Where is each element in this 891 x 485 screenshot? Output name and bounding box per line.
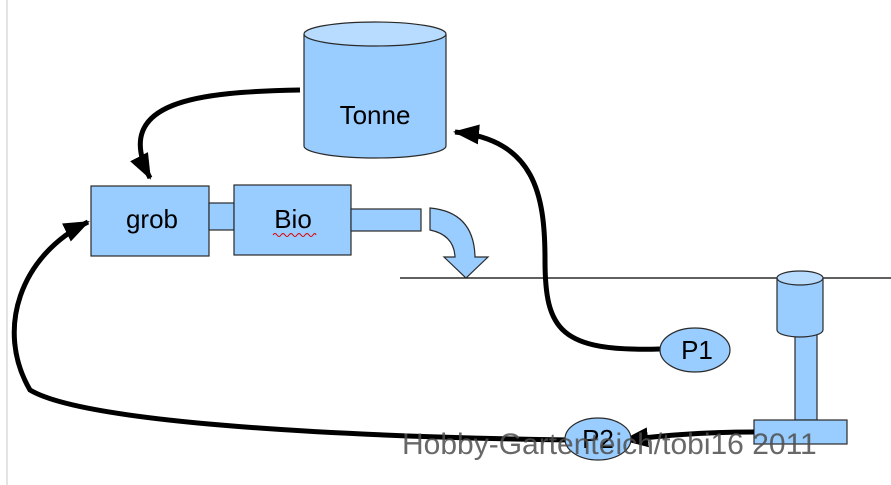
tonne-label: Tonne	[340, 100, 411, 130]
return-arrow-tonne-to-grob	[130, 87, 301, 180]
p2-label: P2	[582, 424, 614, 454]
bio-label: Bio	[274, 204, 312, 234]
spellcheck-underline	[272, 233, 317, 237]
skimmer-assembly	[753, 270, 848, 445]
grob-label: grob	[126, 204, 178, 234]
bio-outlet-pipe	[350, 208, 422, 232]
outflow-arrow	[429, 207, 490, 279]
bio-filter-box: Bio	[233, 184, 352, 256]
arrow-p1-to-tonne	[453, 124, 661, 352]
grob-bio-connector	[208, 202, 235, 231]
pump-p2: P2	[564, 417, 632, 461]
pump-p1: P1	[659, 327, 731, 373]
tonne-cylinder: Tonne	[303, 21, 447, 159]
p1-label: P1	[681, 335, 713, 365]
arrow-p2-to-grob	[11, 219, 571, 443]
watermark-text: Hobby-Gartenteich/tobi16 2011	[402, 428, 817, 461]
arrow-skimmer-to-p2	[622, 427, 755, 448]
grob-filter-box: grob	[90, 185, 210, 257]
